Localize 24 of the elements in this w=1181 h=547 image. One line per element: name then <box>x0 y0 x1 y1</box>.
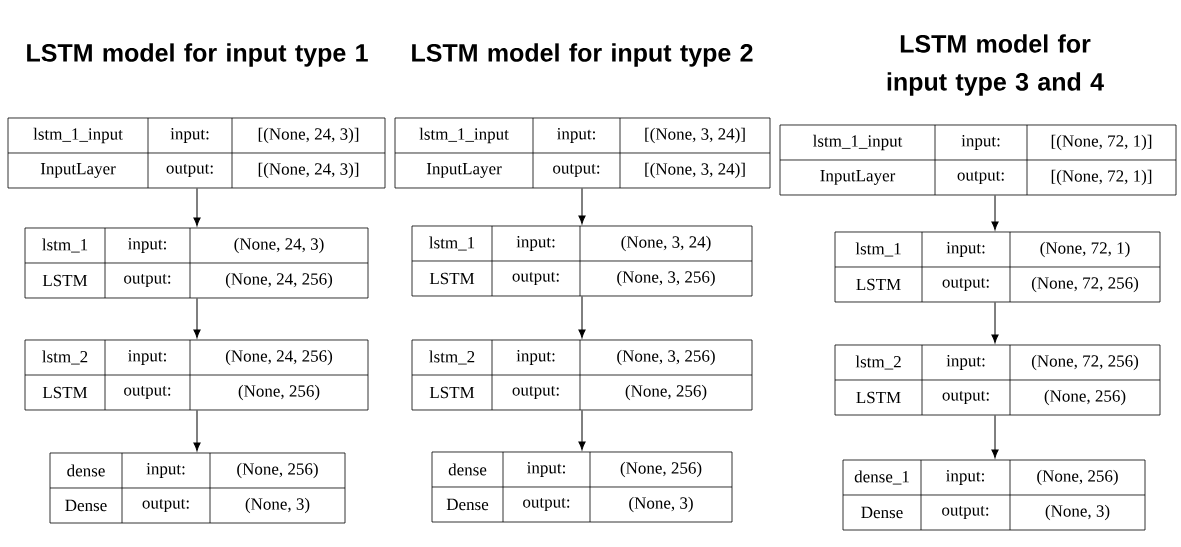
arrow <box>991 194 999 231</box>
layer-table: dense_1 input: (None, 256) Dense output: (None, 3) <box>842 459 1146 531</box>
arrow <box>578 409 586 451</box>
arrow <box>991 414 999 459</box>
title: LSTM model for input type 3 and 4 <box>887 34 1104 96</box>
layer-table: lstm_2 input: (None, 24, 256) LSTM output: (None, 256) <box>24 339 369 411</box>
arrow <box>193 297 201 339</box>
layer-table: lstm_1_input input: [(None, 24, 3)] InputLayer output: [(None, 24, 3)] <box>7 117 386 189</box>
layer-table: lstm_1_input input: [(None, 3, 24)] InputLayer output: [(None, 3, 24)] <box>394 117 771 189</box>
arrow <box>193 187 201 227</box>
layer-table: lstm_1 input: (None, 3, 24) LSTM output: (None, 3, 256) <box>411 225 753 297</box>
layer-table: lstm_1_input input: [(None, 72, 1)] InputLayer output: [(None, 72, 1)] <box>779 124 1177 196</box>
layer-table: lstm_1 input: (None, 72, 1) LSTM output: (None, 72, 256) <box>834 231 1161 303</box>
arrow <box>193 409 201 452</box>
layer-table: dense input: (None, 256) Dense output: (None, 3) <box>49 452 346 524</box>
title: LSTM model for input type 2 <box>412 43 753 67</box>
layer-table: lstm_1 input: (None, 24, 3) LSTM output: (None, 24, 256) <box>24 227 369 299</box>
title: LSTM model for input type 1 <box>27 43 368 67</box>
arrow <box>578 295 586 339</box>
layer-table: dense input: (None, 256) Dense output: (None, 3) <box>431 451 733 523</box>
layer-table: lstm_2 input: (None, 72, 256) LSTM output: (None, 256) <box>834 344 1161 416</box>
layer-table: lstm_2 input: (None, 3, 256) LSTM output: (None, 256) <box>411 339 753 411</box>
arrow <box>991 301 999 344</box>
arrow <box>578 187 586 225</box>
